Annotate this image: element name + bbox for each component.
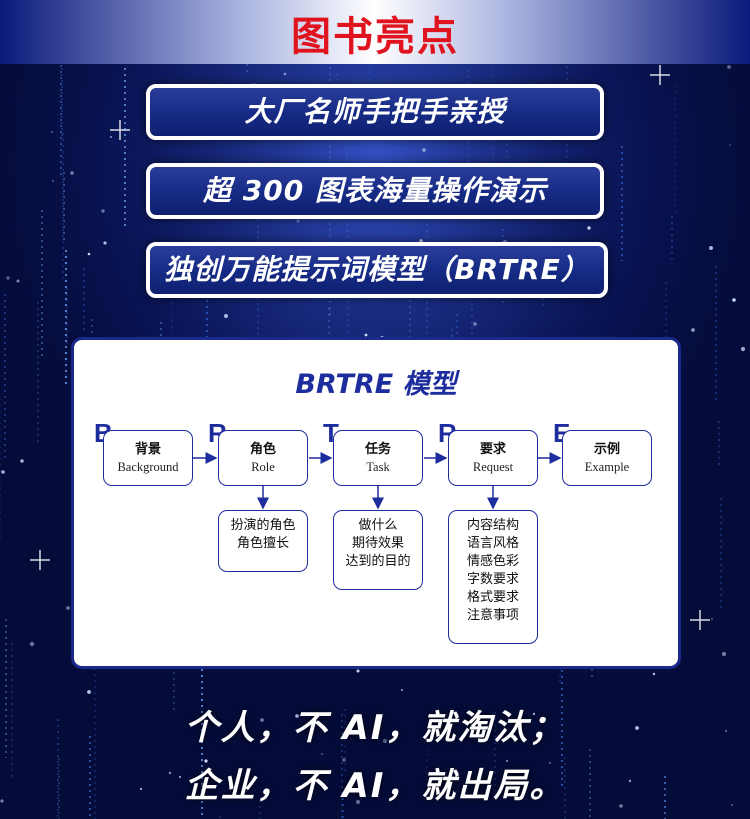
request-detail-line: 字数要求 bbox=[466, 572, 519, 587]
brtre-model-panel: BRTRE 模型 B R T R E 背景 Background 角色 Role… bbox=[74, 340, 678, 666]
highlight-banner-3: 独创万能提示词模型（BRTRE） bbox=[146, 242, 608, 298]
task-detail-line: 达到的目的 bbox=[345, 554, 411, 569]
step-task: 任务 Task bbox=[333, 430, 423, 486]
highlight-banner-1: 大厂名师手把手亲授 bbox=[146, 84, 604, 140]
slogan-line-1: 个人，不 AI，就淘汰； bbox=[184, 708, 566, 748]
step-background-cn: 背景 bbox=[134, 442, 161, 457]
highlight-text-3: 独创万能提示词模型（BRTRE） bbox=[164, 253, 590, 286]
highlight-banner-2: 超 300 图表海量操作演示 bbox=[146, 163, 604, 219]
model-title: BRTRE 模型 bbox=[295, 369, 457, 400]
task-detail-line: 做什么 bbox=[358, 518, 398, 533]
role-detail-line: 扮演的角色 bbox=[230, 518, 296, 533]
role-details: 扮演的角色 角色擅长 bbox=[218, 510, 308, 572]
request-detail-line: 格式要求 bbox=[466, 590, 519, 605]
page-title: 图书亮点 bbox=[291, 14, 459, 60]
request-detail-line: 语言风格 bbox=[466, 536, 519, 551]
step-example-cn: 示例 bbox=[593, 442, 620, 457]
flow-arrows bbox=[192, 452, 562, 510]
step-task-en: Task bbox=[366, 460, 390, 474]
step-role-cn: 角色 bbox=[249, 442, 276, 457]
step-task-cn: 任务 bbox=[364, 442, 391, 457]
header-bar: 图书亮点 bbox=[0, 0, 750, 64]
request-detail-line: 情感色彩 bbox=[466, 554, 519, 569]
task-detail-line: 期待效果 bbox=[351, 536, 404, 551]
request-details: 内容结构 语言风格 情感色彩 字数要求 格式要求 注意事项 bbox=[448, 510, 538, 644]
step-example-en: Example bbox=[584, 460, 630, 474]
step-background-en: Background bbox=[117, 460, 179, 474]
role-detail-line: 角色擅长 bbox=[236, 536, 289, 551]
step-request-en: Request bbox=[472, 460, 514, 474]
step-request: 要求 Request bbox=[448, 430, 538, 486]
request-detail-line: 注意事项 bbox=[466, 608, 519, 623]
step-request-cn: 要求 bbox=[479, 442, 506, 457]
request-detail-line: 内容结构 bbox=[466, 518, 519, 533]
step-role: 角色 Role bbox=[218, 430, 308, 486]
task-details: 做什么 期待效果 达到的目的 bbox=[333, 510, 423, 590]
step-role-en: Role bbox=[251, 460, 275, 474]
step-example: 示例 Example bbox=[562, 430, 652, 486]
slogan-line-2: 企业，不 AI，就出局。 bbox=[184, 766, 566, 806]
step-background: 背景 Background bbox=[103, 430, 193, 486]
highlight-text-2: 超 300 图表海量操作演示 bbox=[203, 174, 547, 207]
highlight-text-1: 大厂名师手把手亲授 bbox=[244, 95, 506, 128]
